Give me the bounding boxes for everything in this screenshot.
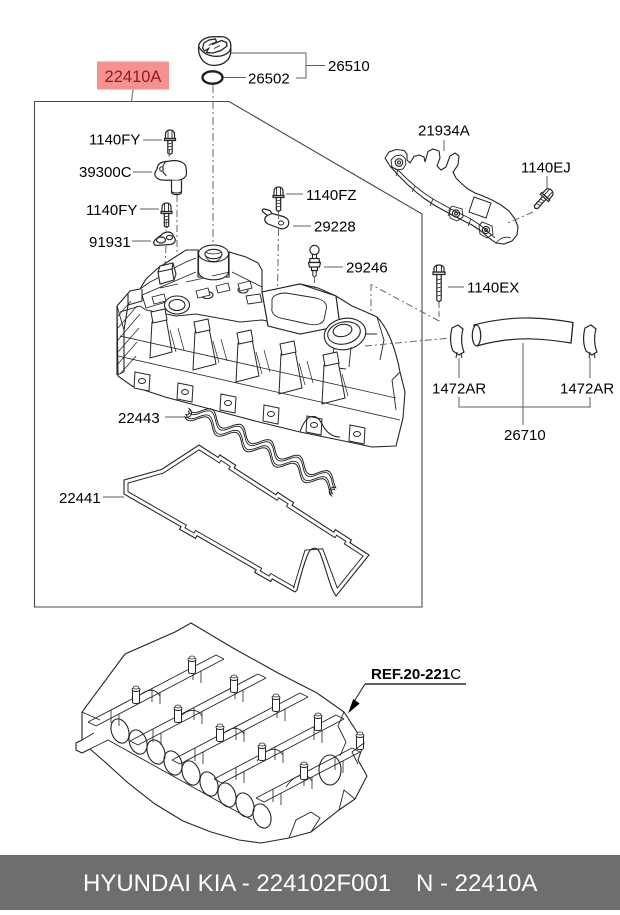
svg-text:1140EX: 1140EX bbox=[467, 280, 519, 297]
svg-text:1472AR: 1472AR bbox=[432, 381, 486, 398]
svg-text:1140FY: 1140FY bbox=[86, 202, 137, 219]
svg-text:22443: 22443 bbox=[118, 410, 160, 427]
svg-text:1140FY: 1140FY bbox=[89, 132, 140, 149]
svg-text:39300C: 39300C bbox=[79, 164, 132, 181]
svg-text:21934A: 21934A bbox=[418, 123, 470, 140]
svg-text:91931: 91931 bbox=[89, 234, 131, 251]
svg-text:HYUNDAI KIA - 224102F001: HYUNDAI KIA - 224102F001 bbox=[83, 870, 391, 897]
svg-text:26710: 26710 bbox=[504, 427, 546, 444]
svg-text:22410A: 22410A bbox=[105, 68, 162, 86]
svg-text:26502: 26502 bbox=[248, 71, 290, 88]
svg-text:29228: 29228 bbox=[314, 219, 356, 236]
svg-text:1140EJ: 1140EJ bbox=[521, 160, 571, 177]
svg-text:26510: 26510 bbox=[328, 58, 370, 75]
svg-text:1472AR: 1472AR bbox=[560, 381, 614, 398]
svg-text:N - 22410A: N - 22410A bbox=[416, 870, 537, 897]
svg-text:1140FZ: 1140FZ bbox=[306, 187, 357, 204]
svg-text:REF.20-221C: REF.20-221C bbox=[371, 666, 461, 683]
svg-text:29246: 29246 bbox=[346, 260, 388, 277]
svg-text:22441: 22441 bbox=[59, 490, 101, 507]
